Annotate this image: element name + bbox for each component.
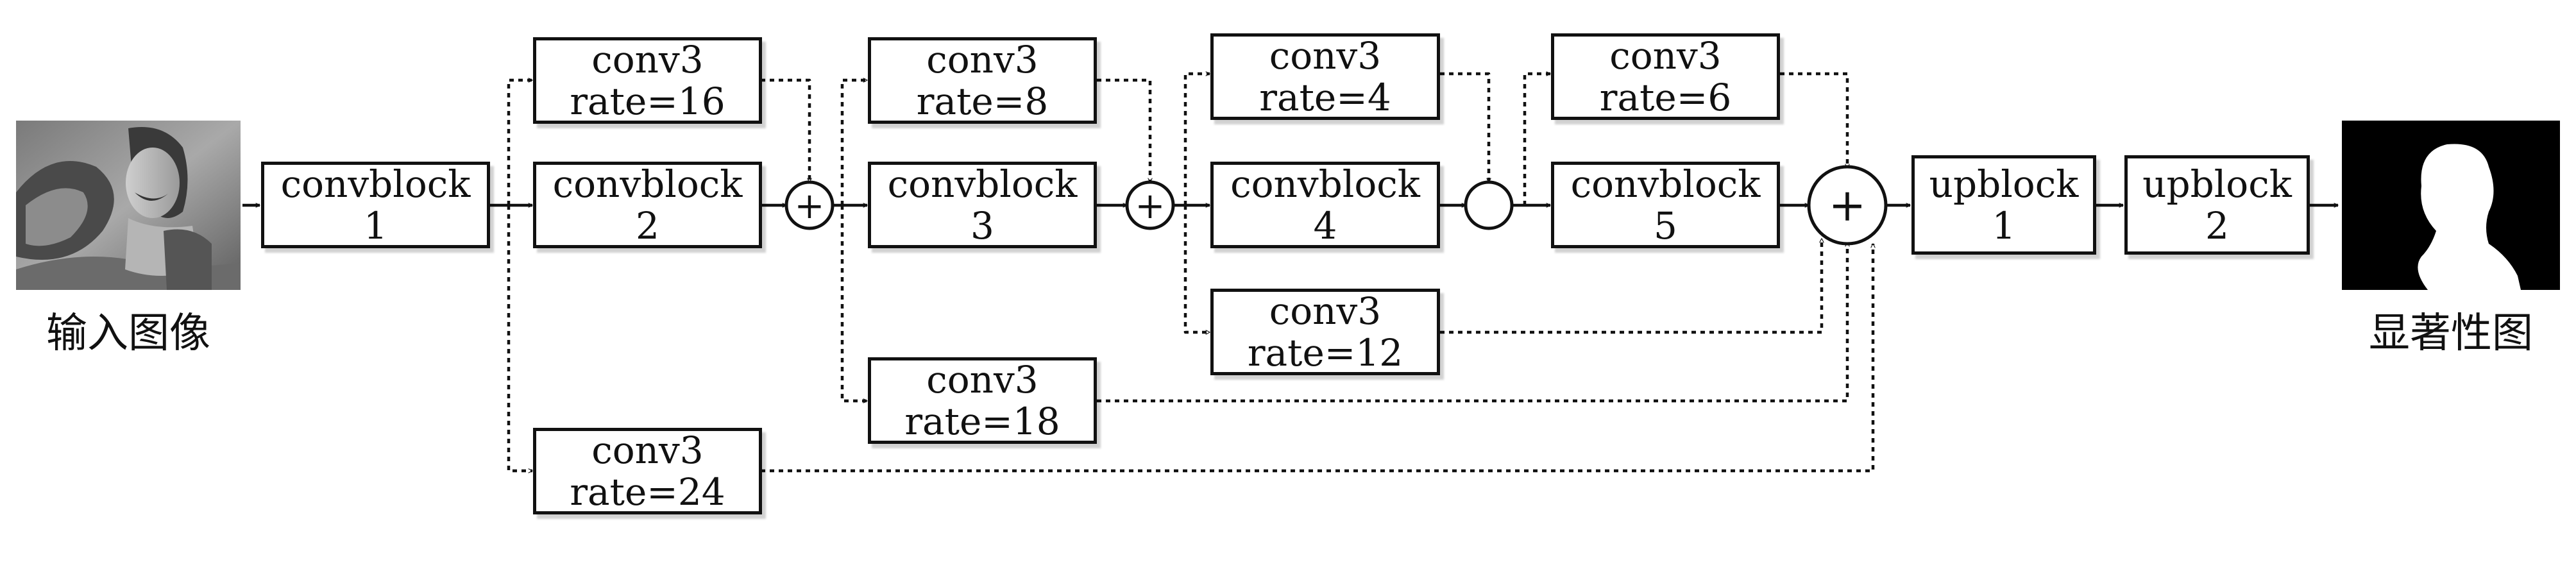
add-symbol-4: + — [1829, 179, 1867, 232]
conv3-rate8-name: conv3 — [926, 37, 1038, 81]
conv3-rate6-name: conv3 — [1609, 33, 1722, 78]
convblock-1-index: 1 — [364, 203, 387, 248]
conv3-rate8: conv3 rate=8 — [868, 37, 1097, 124]
conv3-rate24-name: conv3 — [591, 428, 704, 472]
convblock-2-index: 2 — [636, 203, 659, 248]
upblock-1-index: 1 — [1992, 203, 2016, 248]
upblock-2: upblock 2 — [2124, 155, 2310, 255]
convblock-2: convblock 2 — [533, 162, 762, 248]
convblock-4-index: 4 — [1313, 203, 1337, 248]
conv3-rate16: conv3 rate=16 — [533, 37, 762, 124]
saliency-map-image — [2342, 121, 2560, 290]
wire-branch-conv8 — [840, 80, 867, 205]
add-node-4 — [1807, 165, 1888, 246]
conv3-rate4-rate: rate=4 — [1259, 75, 1391, 119]
wire-conv16-add1 — [761, 78, 809, 182]
convblock-3: convblock 3 — [868, 162, 1097, 248]
convblock-2-name: convblock — [552, 162, 743, 206]
convblock-1: convblock 1 — [261, 162, 490, 248]
add-symbol-2: + — [1135, 185, 1165, 227]
upblock-1: upblock 1 — [1911, 155, 2096, 255]
wire-branch-conv18 — [840, 205, 867, 401]
wire-branch-conv12 — [1183, 205, 1210, 332]
conv3-rate6-rate: rate=6 — [1599, 75, 1732, 119]
convblock-3-index: 3 — [970, 203, 994, 248]
conv3-rate16-name: conv3 — [591, 37, 704, 81]
convblock-5-index: 5 — [1654, 203, 1677, 248]
wire-branch-conv24 — [507, 205, 532, 471]
conv3-rate12-name: conv3 — [1269, 289, 1382, 333]
conv3-rate8-rate: rate=8 — [916, 79, 1049, 123]
conv3-rate12: conv3 rate=12 — [1210, 289, 1440, 375]
input-caption: 输入图像 — [46, 310, 210, 357]
wire-conv6-add4 — [1780, 72, 1847, 168]
wire-branch-conv16 — [507, 80, 532, 205]
upblock-2-index: 2 — [2205, 203, 2229, 248]
convblock-4-name: convblock — [1230, 162, 1420, 206]
convblock-3-name: convblock — [887, 162, 1078, 206]
convblock-5-name: convblock — [1570, 162, 1761, 206]
convblock-5: convblock 5 — [1551, 162, 1780, 248]
wire-conv24-add4 — [761, 244, 1873, 473]
wire-conv4-node3 — [1440, 72, 1489, 182]
conv3-rate18: conv3 rate=18 — [868, 357, 1097, 444]
conv3-rate16-rate: rate=16 — [570, 79, 725, 123]
conv3-rate4-name: conv3 — [1269, 33, 1382, 78]
add-symbol-1: + — [795, 185, 825, 227]
wire-branch-conv4 — [1183, 74, 1210, 205]
add-node-2 — [1125, 180, 1175, 230]
conv3-rate18-name: conv3 — [926, 357, 1038, 402]
convblock-4: convblock 4 — [1210, 162, 1440, 248]
wire-conv12-add4 — [1440, 239, 1822, 334]
wire-branch-conv6 — [1523, 74, 1550, 205]
conv3-rate24-rate: rate=24 — [570, 470, 725, 514]
wire-conv8-add2 — [1097, 78, 1150, 182]
wire-conv18-add4 — [1097, 242, 1847, 403]
conv3-rate12-rate: rate=12 — [1247, 330, 1403, 375]
conv3-rate4: conv3 rate=4 — [1210, 33, 1440, 120]
conv3-rate24: conv3 rate=24 — [533, 428, 762, 514]
upblock-1-name: upblock — [1929, 162, 2079, 206]
conv3-rate18-rate: rate=18 — [904, 399, 1060, 443]
add-node-1 — [784, 180, 835, 230]
merge-node-3 — [1464, 180, 1514, 230]
input-image — [16, 121, 241, 290]
output-caption: 显著性图 — [2369, 310, 2533, 357]
upblock-2-name: upblock — [2142, 162, 2292, 206]
conv3-rate6: conv3 rate=6 — [1551, 33, 1780, 120]
convblock-1-name: convblock — [280, 162, 471, 206]
